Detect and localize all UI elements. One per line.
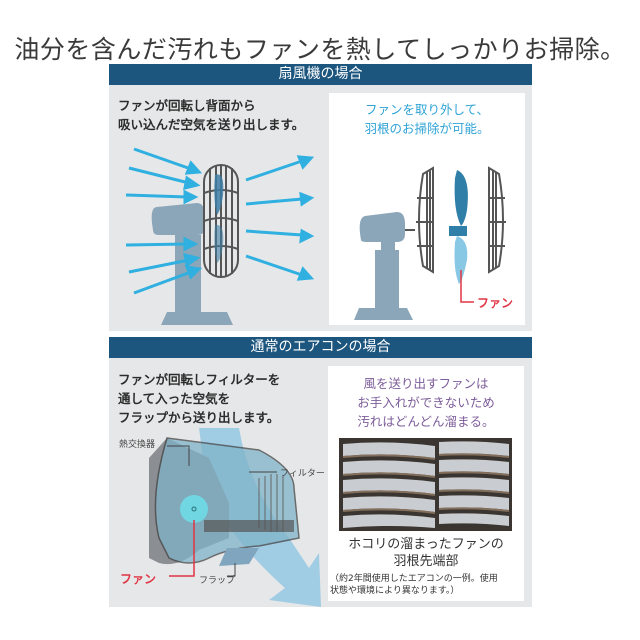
section-title-fan: 扇風機の場合	[109, 64, 532, 85]
photo-caption-line2: 羽根先端部	[393, 554, 459, 569]
aircon-right-text-line3: 汚れはどんどん溜まる。	[357, 414, 495, 429]
dusty-fan-blade-photo	[339, 438, 512, 531]
flap-label: フラップ	[199, 576, 236, 586]
headline: 油分を含んだ汚れもファンを熱してしっかりお掃除。	[14, 35, 626, 64]
photo-note-line1: （約2年間使用したエアコンの一例。使用	[330, 574, 498, 584]
fan-right-text-line1: ファンを取り外して、	[364, 102, 489, 117]
photo-note-line2: 状態や環境により異なります。）	[330, 586, 460, 596]
photo-caption-line1: ホコリの溜まったファンの	[348, 537, 504, 552]
aircon-right-text-line1: 風を送り出すファンは	[363, 376, 489, 391]
aircon-left-text-line1: ファンが回転しフィルターを	[118, 372, 281, 387]
heat-exchanger-label: 熱交換器	[119, 440, 156, 450]
filter-label: フィルター	[280, 469, 325, 479]
section-title-aircon: 通常のエアコンの場合	[109, 337, 532, 358]
fan-right-text-line2: 羽根のお掃除が可能。	[364, 121, 490, 136]
fan-left-text-line1: ファンが回転し背面から	[118, 98, 256, 113]
aircon-left-text-line2: 通して入った空気を	[118, 391, 231, 406]
fan-part-label: ファン	[477, 296, 514, 310]
fan-disassembled-illustration	[354, 166, 506, 320]
aircon-right-text-line2: お手入れができないため	[357, 395, 495, 410]
fan-left-text-line2: 吸い込んだ空気を送り出します。	[118, 117, 305, 132]
fan-airflow-illustration	[125, 147, 315, 325]
aircon-left-text-line3: フラップから送り出します。	[118, 410, 280, 425]
aircon-cross-section-diagram	[149, 428, 321, 607]
aircon-fan-label: ファン	[120, 572, 157, 586]
